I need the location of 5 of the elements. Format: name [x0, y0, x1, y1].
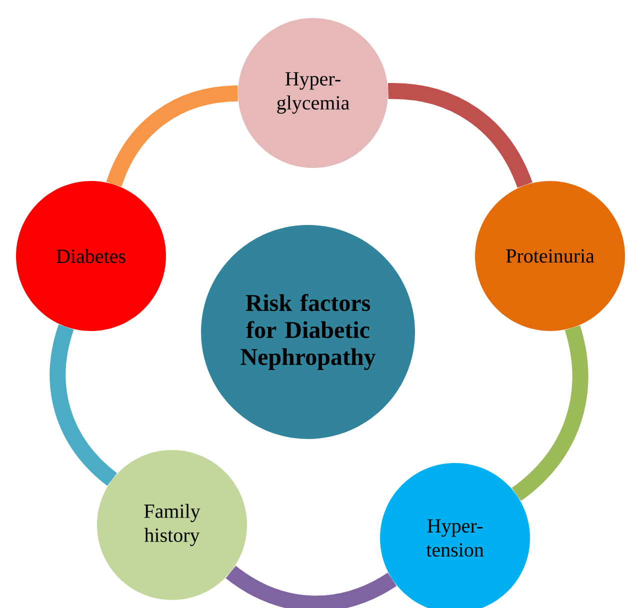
- ring-segment: [226, 565, 396, 608]
- ring-segment: [50, 324, 118, 486]
- ring-segment: [106, 85, 238, 188]
- ring-segment: [388, 83, 532, 188]
- ring-segment: [511, 326, 588, 501]
